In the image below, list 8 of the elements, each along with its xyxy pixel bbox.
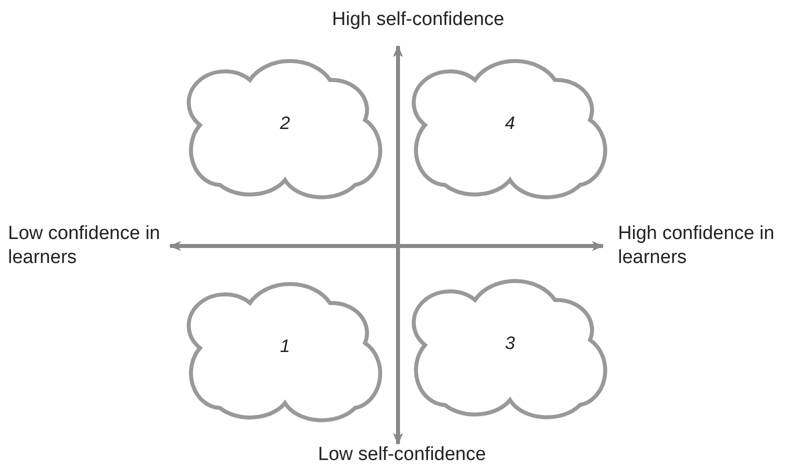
quadrant-number: 4 [504,113,515,134]
axis-label: High self-confidence [332,8,506,32]
axis-label: Low confidence in learners [8,222,162,270]
quadrant-number: 1 [280,336,290,357]
quadrant-number: 2 [280,113,290,134]
quadrant-number: 3 [504,333,515,354]
axis-label: High confidence in learners [618,222,776,270]
axis-label: Low self-confidence [318,443,487,467]
